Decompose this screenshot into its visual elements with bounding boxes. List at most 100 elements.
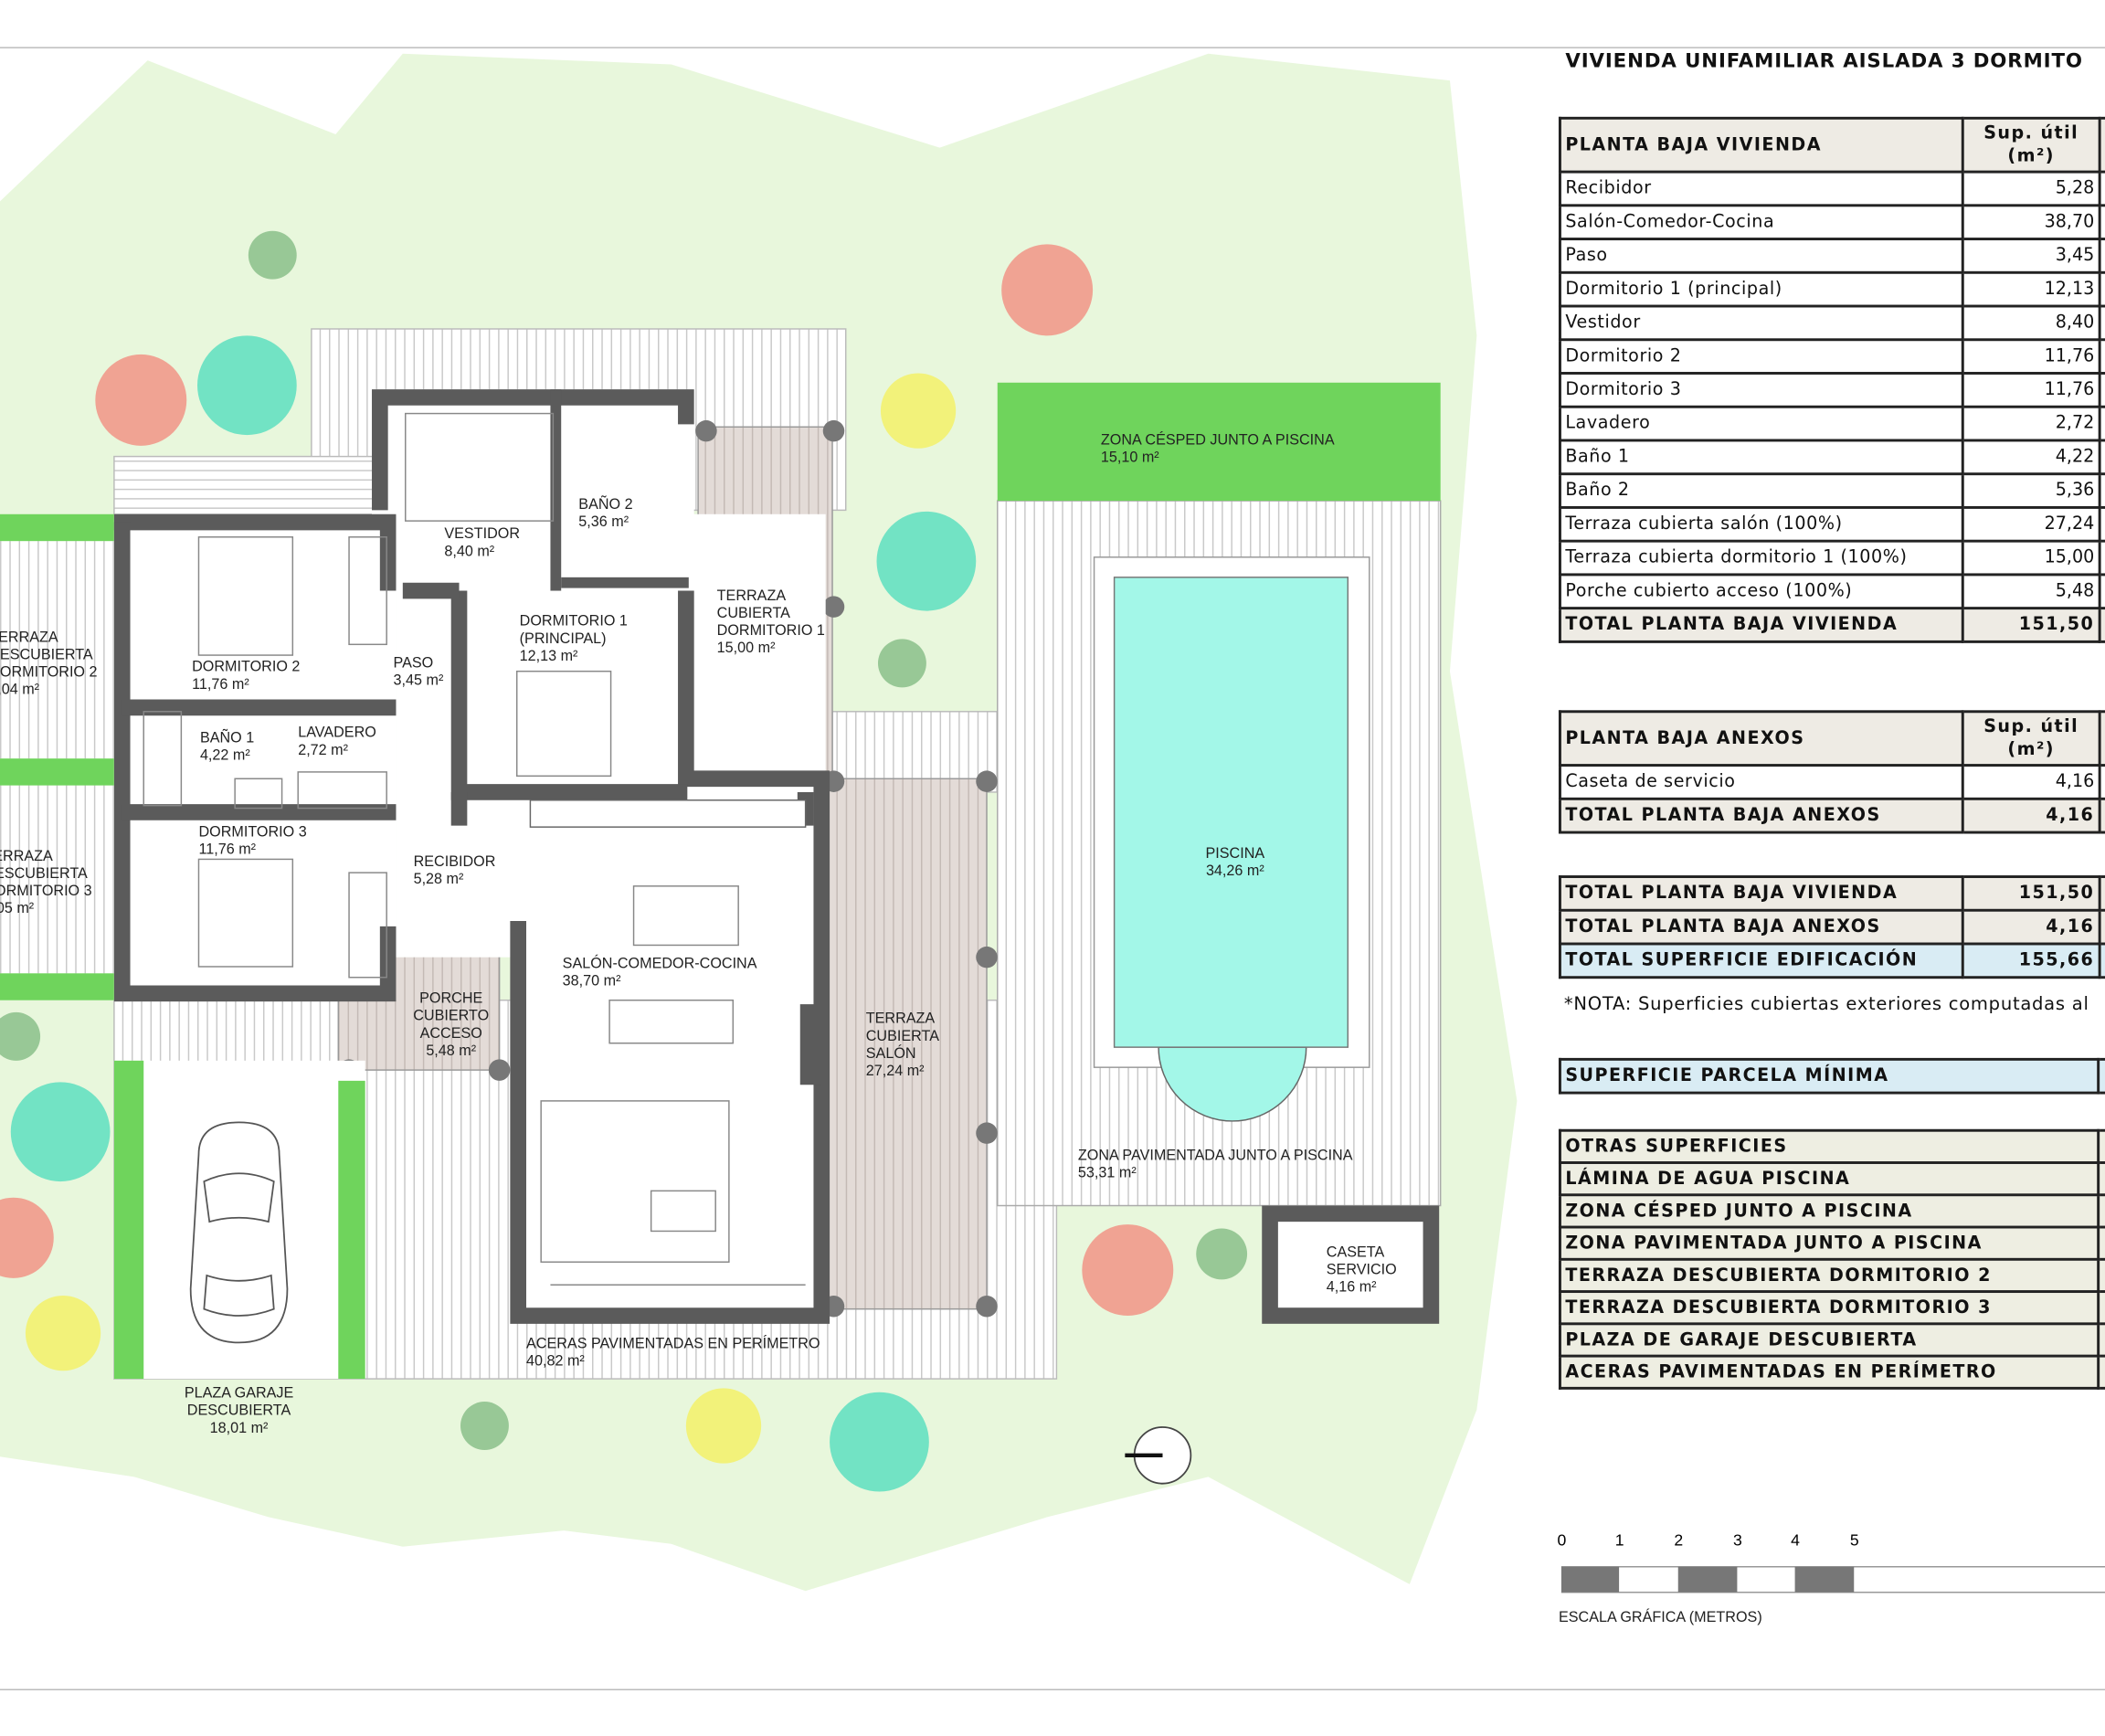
row-label: TOTAL PLANTA BAJA VIVIENDA — [1558, 875, 1964, 912]
scale-tick-label: 4 — [1791, 1530, 1801, 1550]
sheet-title: VIVIENDA UNIFAMILIAR AISLADA 3 DORMITO — [1565, 50, 2083, 73]
row-label: Dormitorio 2 — [1558, 338, 1964, 375]
tree-icon — [25, 1295, 101, 1371]
row-value: 4,16 — [1961, 764, 2101, 800]
nota-text: *NOTA: Superficies cubiertas exteriores … — [1563, 994, 2089, 1015]
tree-icon — [1196, 1228, 1248, 1280]
deck-north-west — [113, 455, 384, 515]
anexos-header: PLANTA BAJA ANEXOS — [1558, 710, 1964, 767]
room-label-dormitorio-1: DORMITORIO 1(PRINCIPAL)12,13 m² — [519, 613, 628, 665]
table-row: Terraza cubierta salón (100%)27,24 — [1558, 505, 2105, 543]
tree-icon — [877, 639, 926, 688]
row-value: 151,50 — [1961, 875, 2101, 912]
table-row: ZONA CÉSPED JUNTO A PISCINA — [1558, 1193, 2105, 1229]
row-label: Porche cubierto acceso (100%) — [1558, 573, 1964, 610]
vivienda-header: PLANTA BAJA VIVIENDA — [1558, 116, 1964, 174]
tree-icon — [248, 230, 297, 280]
row-value: 5,28 — [1961, 170, 2101, 207]
scale-tick-label: 3 — [1732, 1530, 1742, 1550]
row-value: 8,40 — [1961, 304, 2101, 342]
terrace-desc-dorm2 — [0, 541, 114, 759]
row-label: PLAZA DE GARAJE DESCUBIERTA — [1558, 1322, 2100, 1358]
row-label: Recibidor — [1558, 170, 1964, 207]
row-value: 5,48 — [1961, 573, 2101, 610]
table-row: LÁMINA DE AGUA PISCINA — [1558, 1161, 2105, 1197]
lawn-strip — [0, 758, 114, 786]
tree-icon — [10, 1082, 111, 1182]
row-label: Lavadero — [1558, 405, 1964, 442]
building — [113, 389, 830, 1324]
row-label: TERRAZA DESCUBIERTA DORMITORIO 2 — [1558, 1257, 2100, 1294]
row-value: 15,00 — [1961, 539, 2101, 577]
site-plan-drawing — [0, 53, 1518, 1592]
scale-bar — [1560, 1566, 2105, 1593]
row-label: TOTAL SUPERFICIE EDIFICACIÓN — [1558, 942, 1964, 979]
sheet-top-border — [0, 47, 2105, 48]
row-label: Baño 2 — [1558, 472, 1964, 509]
row-label: ACERAS PAVIMENTADAS EN PERÍMETRO — [1558, 1354, 2100, 1390]
scale-tick-label: 1 — [1614, 1530, 1624, 1550]
row-label: Vestidor — [1558, 304, 1964, 342]
tree-icon — [0, 1197, 54, 1278]
row-label: TOTAL PLANTA BAJA ANEXOS — [1558, 908, 1964, 946]
tree-icon — [1082, 1224, 1174, 1317]
row-label: Terraza cubierta dormitorio 1 (100%) — [1558, 539, 1964, 577]
row-value: 151,50 — [1961, 607, 2101, 643]
table-row: TERRAZA DESCUBIERTA DORMITORIO 3 — [1558, 1290, 2105, 1326]
table-row: TERRAZA DESCUBIERTA DORMITORIO 2 — [1558, 1257, 2105, 1294]
row-label: TOTAL PLANTA BAJA VIVIENDA — [1558, 607, 1964, 643]
tree-icon — [685, 1388, 762, 1464]
garage-lawn-strip — [113, 1060, 144, 1380]
tree-icon — [0, 1011, 41, 1061]
row-value: 12,13 — [1961, 270, 2101, 308]
row-label: Caseta de servicio — [1558, 764, 1964, 800]
table-row: ACERAS PAVIMENTADAS EN PERÍMETRO — [1558, 1354, 2105, 1390]
tree-icon — [880, 373, 957, 449]
tree-icon — [1001, 244, 1094, 336]
row-label: Dormitorio 3 — [1558, 372, 1964, 408]
row-label: TOTAL PLANTA BAJA ANEXOS — [1558, 797, 1964, 834]
service-hut — [1262, 1205, 1440, 1324]
tree-icon — [830, 1392, 929, 1492]
sup-util-header: Sup. útil(m²) — [1961, 710, 2101, 767]
sup-util-header: Sup. útil(m²) — [1961, 116, 2101, 174]
row-label: Terraza cubierta salón (100%) — [1558, 505, 1964, 543]
row-value: 11,76 — [1961, 372, 2101, 408]
row-label: Paso — [1558, 238, 1964, 274]
terrace-desc-dorm3 — [0, 785, 114, 974]
car-icon — [189, 1121, 289, 1344]
row-label: Dormitorio 1 (principal) — [1558, 270, 1964, 308]
pool-water — [1113, 577, 1349, 1048]
row-value: 2,72 — [1961, 405, 2101, 442]
covered-terrace-salon — [824, 778, 988, 1310]
